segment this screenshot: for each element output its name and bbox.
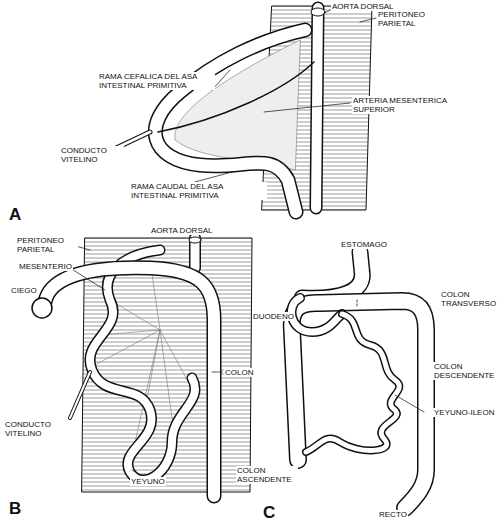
part-label: RAMA CEFALICA DEL ASA INTESTINAL PRIMITI… <box>98 72 215 90</box>
part-label: PERITONEO PARIETAL <box>16 236 78 254</box>
part-label: COLON DESCENDENTE <box>433 362 497 380</box>
part-label: CIEGO <box>10 286 38 295</box>
part-label: CONDUCTO VITELINO <box>4 420 68 438</box>
part-label: AORTA DORSAL <box>150 226 214 235</box>
part-label: COLON ASCENDENTE <box>236 466 298 484</box>
part-label: RECTO <box>378 510 408 519</box>
part-label: CONDUCTO VITELINO <box>60 146 124 164</box>
part-label: ARTERIA MESENTERICA SUPERIOR <box>352 96 454 114</box>
part-label: ESTOMAGO <box>340 240 388 249</box>
panel-letter: B <box>8 500 22 518</box>
panel-letter: A <box>8 206 22 224</box>
part-label: COLON <box>224 368 254 377</box>
part-label: DUODENO <box>252 312 295 321</box>
part-label: PERITONEO PARIETAL <box>377 10 441 28</box>
panel-letter: C <box>262 504 276 522</box>
part-label: MESENTERIO <box>18 262 73 271</box>
part-label: YEYUNO <box>130 477 166 486</box>
part-label: RAMA CAUDAL DEL ASA INTESTINAL PRIMITIVA <box>130 182 267 200</box>
part-label: COLON TRANSVERSO <box>440 290 497 308</box>
part-label: YEYUNO-ILEON <box>433 408 495 417</box>
